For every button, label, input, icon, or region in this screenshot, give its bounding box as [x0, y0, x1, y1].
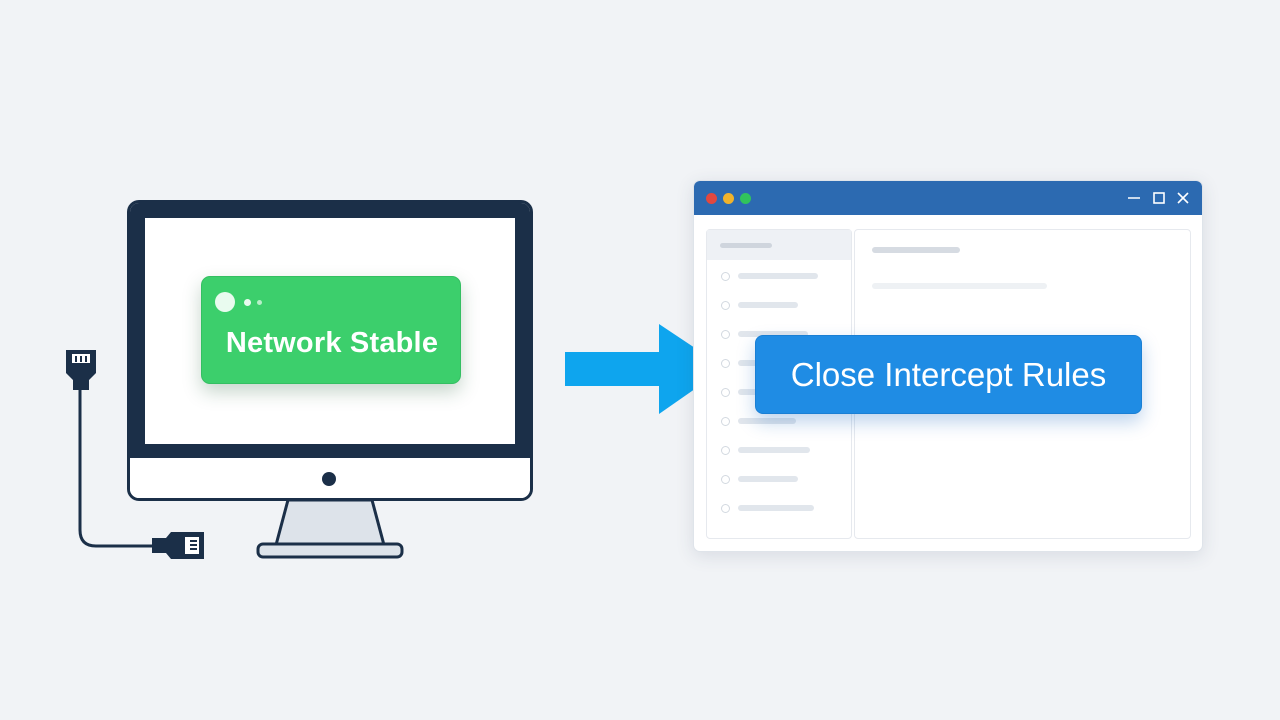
- sidebar-rule-item[interactable]: [707, 412, 851, 432]
- window-titlebar: [694, 181, 1202, 215]
- sidebar-rule-item[interactable]: [707, 296, 851, 316]
- network-status-card: Network Stable: [201, 276, 461, 384]
- monitor-power-icon: [322, 472, 336, 486]
- rule-label-placeholder: [738, 418, 796, 424]
- radio-icon: [721, 504, 730, 513]
- radio-icon: [721, 475, 730, 484]
- monitor-chin: [130, 458, 530, 498]
- sidebar-header: [707, 230, 851, 260]
- minimize-icon[interactable]: [1124, 188, 1144, 208]
- window-minimize-dot[interactable]: [723, 193, 734, 204]
- sidebar-rule-item[interactable]: [707, 441, 851, 461]
- maximize-icon[interactable]: [1149, 188, 1169, 208]
- sidebar-rule-item[interactable]: [707, 470, 851, 490]
- window-zoom-dot[interactable]: [740, 193, 751, 204]
- rule-label-placeholder: [738, 273, 818, 279]
- close-intercept-rules-button[interactable]: Close Intercept Rules: [755, 335, 1142, 414]
- rule-label-placeholder: [738, 505, 814, 511]
- close-icon[interactable]: [1173, 188, 1193, 208]
- rule-label-placeholder: [738, 302, 798, 308]
- sidebar-rule-item[interactable]: [707, 267, 851, 287]
- rule-label-placeholder: [738, 476, 798, 482]
- content-subtitle-placeholder: [872, 283, 1047, 289]
- rule-label-placeholder: [738, 447, 810, 453]
- content-heading-placeholder: [872, 247, 960, 253]
- rule-label-placeholder: [738, 331, 808, 337]
- radio-icon: [721, 330, 730, 339]
- sidebar-rule-item[interactable]: [707, 499, 851, 519]
- window-close-dot[interactable]: [706, 193, 717, 204]
- radio-icon: [721, 446, 730, 455]
- radio-icon: [721, 417, 730, 426]
- radio-icon: [721, 388, 730, 397]
- network-status-label: Network Stable: [225, 327, 439, 359]
- arrow-right-icon: [565, 324, 725, 414]
- radio-icon: [721, 301, 730, 310]
- radio-icon: [721, 272, 730, 281]
- sidebar-rule-item[interactable]: [707, 325, 851, 345]
- radio-icon: [721, 359, 730, 368]
